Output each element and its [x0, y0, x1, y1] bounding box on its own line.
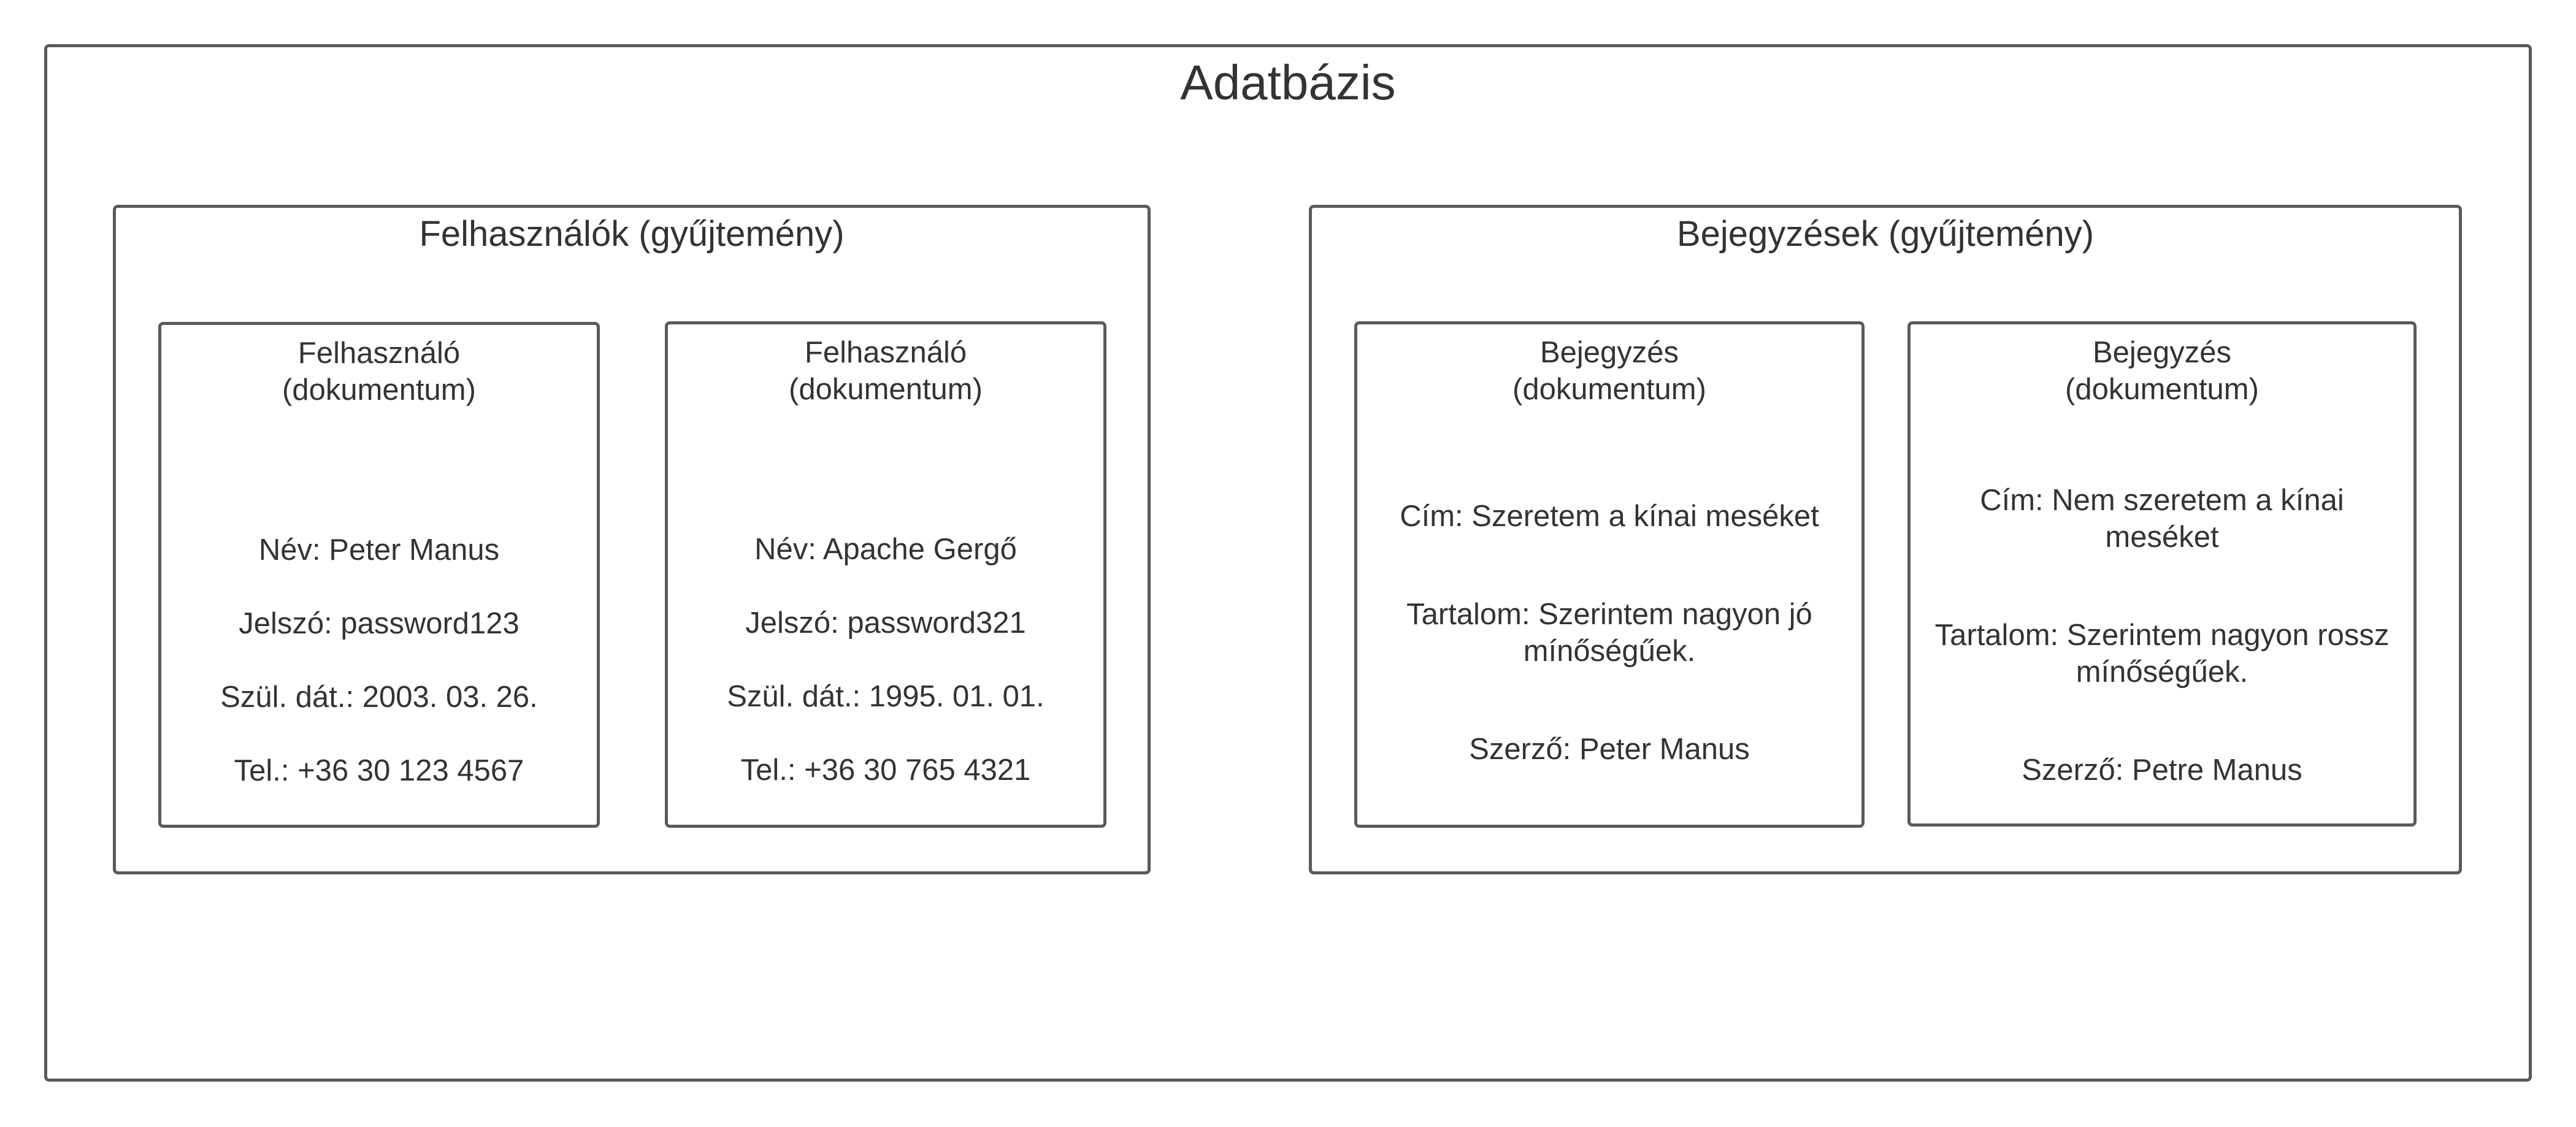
user-1-name: Név: Peter Manus: [258, 533, 500, 567]
post-1-author-field: Szerző: Peter Manus: [1469, 733, 1750, 766]
user-document-1-title: Felhasználó (dokumentum): [282, 337, 476, 407]
user-document-2-fields: Név: Apache Gergő Jelszó: password321 Sz…: [683, 494, 1089, 825]
user-1-birthdate: Szül. dát.: 2003. 03. 26.: [220, 681, 538, 714]
user-2-name: Név: Apache Gergő: [754, 533, 1017, 566]
post-1-content-field: Tartalom: Szerintem nagyon jó mínőségűek…: [1406, 598, 1812, 668]
user-2-phone: Tel.: +36 30 765 4321: [740, 754, 1031, 787]
post-1-title-field: Cím: Szeretem a kínai meséket: [1400, 500, 1819, 533]
user-2-password: Jelszó: password321: [745, 606, 1026, 640]
user-2-birthdate: Szül. dát.: 1995. 01. 01.: [727, 680, 1045, 713]
database-title: Adatbázis: [1180, 55, 1396, 110]
post-document-1-title: Bejegyzés (dokumentum): [1512, 336, 1706, 406]
post-2-author-field: Szerző: Petre Manus: [2022, 754, 2302, 787]
post-document-1: Bejegyzés (dokumentum) Cím: Szeretem a k…: [1354, 321, 1865, 828]
post-document-2: Bejegyzés (dokumentum) Cím: Nem szeretem…: [1907, 321, 2417, 827]
post-document-2-fields: Cím: Nem szeretem a kínai meséket Tartal…: [1925, 445, 2399, 825]
post-2-title-field: Cím: Nem szeretem a kínai meséket: [1980, 484, 2344, 554]
user-document-1-fields: Név: Peter Manus Jelszó: password123 Szü…: [176, 495, 582, 826]
post-2-content-field: Tartalom: Szerintem nagyon rossz mínőség…: [1934, 619, 2390, 689]
posts-collection-title: Bejegyzések (gyűjtemény): [1676, 214, 2095, 254]
user-1-phone: Tel.: +36 30 123 4567: [234, 754, 524, 787]
user-document-2-title: Felhasználó (dokumentum): [789, 336, 983, 406]
user-document-2: Felhasználó (dokumentum) Név: Apache Ger…: [665, 321, 1106, 828]
user-document-1: Felhasználó (dokumentum) Név: Peter Manu…: [158, 322, 600, 828]
post-document-1-fields: Cím: Szeretem a kínai meséket Tartalom: …: [1372, 461, 1847, 804]
post-document-2-title: Bejegyzés (dokumentum): [2065, 336, 2259, 406]
users-collection-title: Felhasználók (gyűjtemény): [419, 214, 845, 254]
user-1-password: Jelszó: password123: [239, 607, 519, 640]
